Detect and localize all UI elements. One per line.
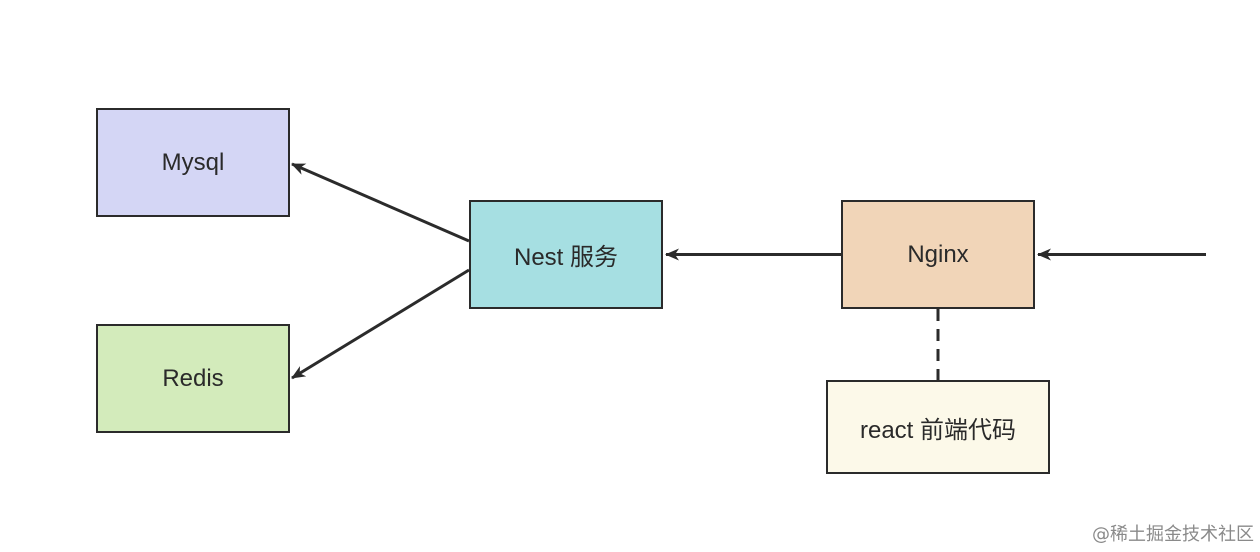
node-nginx-label: Nginx	[907, 240, 969, 268]
node-nest-label: Nest 服务	[513, 244, 618, 271]
edge-nest-to-redis	[291, 268, 470, 380]
node-react-frontend: react 前端代码	[826, 380, 1050, 474]
edge-nest-to-mysql	[291, 162, 470, 243]
node-mysql-label: Mysql	[161, 148, 225, 176]
node-react-label: react 前端代码	[859, 416, 1017, 444]
node-nest-service: Nest 服务	[469, 200, 663, 309]
watermark-text: @稀土掘金技术社区	[1092, 524, 1254, 545]
node-mysql: Mysql	[96, 108, 290, 217]
node-nginx: Nginx	[841, 200, 1035, 309]
node-redis: Redis	[96, 324, 290, 433]
node-redis-label: Redis	[162, 364, 224, 392]
